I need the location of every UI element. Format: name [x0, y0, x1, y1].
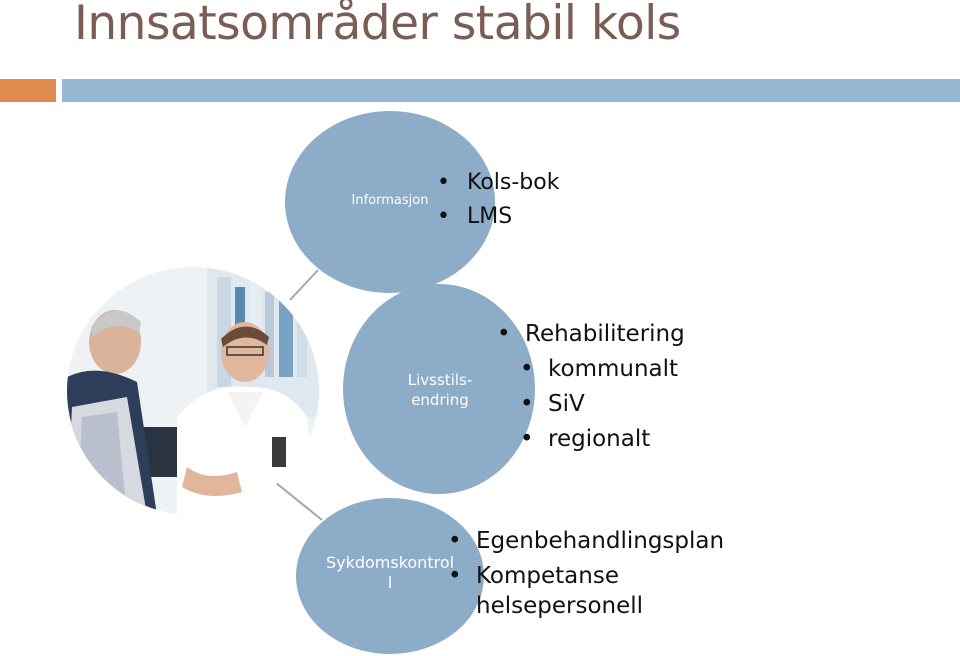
circle-label-line: Sykdomskontrol	[325, 553, 455, 572]
bullet-text: Kompetanse	[476, 563, 619, 589]
bullet-item: • Kompetanse	[448, 563, 619, 589]
circle-label-line: Livsstils-	[407, 371, 473, 389]
bullet-text: Egenbehandlingsplan	[476, 528, 725, 554]
bullet-item: • Egenbehandlingsplan	[448, 528, 724, 554]
bullet-text: kommunalt	[548, 356, 679, 382]
bullet-text: LMS	[467, 204, 513, 229]
sub-bullet-item: • kommunalt	[520, 356, 678, 382]
bullet-dot-icon: •	[437, 204, 450, 229]
bullet-dot-icon: •	[448, 528, 462, 554]
bullet-dot-icon: •	[448, 563, 462, 589]
bullet-item: • LMS	[437, 204, 512, 229]
bullet-text: Kols-bok	[467, 170, 560, 195]
circle-informasjon	[285, 111, 495, 293]
bullet-item: • Kols-bok	[437, 170, 559, 195]
bullet-text: Rehabilitering	[525, 321, 685, 347]
bullet-dot-icon: •	[520, 426, 534, 452]
bullet-item: • Rehabilitering	[497, 321, 685, 347]
circle-label-sykdomskontroll: Sykdomskontrol l	[320, 553, 460, 593]
sub-bullet-item: • regionalt	[520, 426, 650, 452]
bullet-dot-icon: •	[520, 391, 534, 417]
circle-label-livsstilsendring: Livsstils- endring	[398, 370, 482, 410]
bullet-dot-icon: •	[520, 356, 534, 382]
bullet-dot-icon: •	[497, 321, 511, 347]
slide-title: Innsatsområder stabil kols	[74, 0, 681, 51]
bullet-dot-icon: •	[437, 170, 450, 195]
circle-label-line: l	[387, 573, 393, 592]
doctor-patient-photo	[67, 267, 319, 515]
bullet-text: regionalt	[548, 426, 651, 452]
circle-label-informasjon: Informasjon	[351, 193, 429, 208]
accent-bar-blue	[62, 79, 960, 102]
circle-sykdomskontroll	[296, 498, 484, 654]
accent-bar-orange	[0, 79, 56, 102]
bullet-continuation: helsepersonell	[476, 593, 644, 619]
circle-livsstilsendring	[343, 284, 535, 494]
bullet-text: SiV	[548, 391, 585, 417]
sub-bullet-item: • SiV	[520, 391, 585, 417]
circle-label-line: endring	[411, 391, 469, 409]
